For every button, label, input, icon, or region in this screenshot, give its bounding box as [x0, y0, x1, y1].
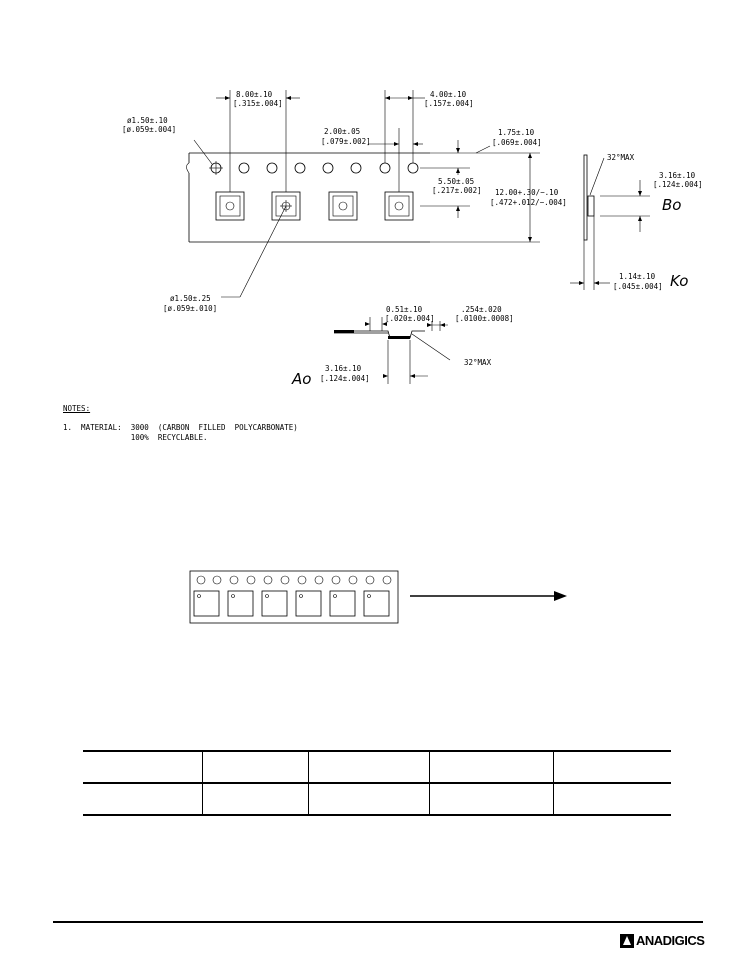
dimension-labels: 8.00±.10 [.315±.004] 4.00±.10 [.157±.004…: [122, 90, 703, 388]
dim-width-12: 12.00+.30/−.10: [495, 188, 559, 197]
label-bo: Bo: [662, 196, 681, 214]
dim-pitch-2: 2.00±.05: [324, 127, 360, 136]
note-line-1: 1. MATERIAL: 3000 (CARBON FILLED POLYCAR…: [63, 423, 298, 432]
table-cell: [428, 783, 554, 816]
notes: NOTES: 1. MATERIAL: 3000 (CARBON FILLED …: [63, 404, 298, 442]
note-line-2: 100% RECYCLABLE.: [63, 432, 208, 442]
dim-width-12-in: [.472+.012/−.004]: [490, 198, 567, 207]
table-cell: [552, 783, 671, 816]
dim-cover-254-in: [.0100±.0008]: [455, 314, 514, 323]
table-cell: [202, 750, 309, 784]
feed-pockets: [193, 590, 390, 617]
dim-hole-dia-in: [ø.059±.004]: [122, 125, 176, 134]
dim-thick-051: 0.51±.10: [386, 305, 423, 314]
arrowheads: [225, 96, 642, 378]
notes-title: NOTES:: [63, 404, 91, 413]
dim-thick-051-in: [.020±.004]: [385, 314, 435, 323]
angle-max-top: 32°MAX: [607, 153, 635, 162]
footer-rule: [53, 921, 703, 923]
table-cell: [552, 750, 671, 784]
dim-pitch-8-in: [.315±.004]: [233, 99, 283, 108]
dim-edge-175: 1.75±.10: [498, 128, 535, 137]
company-logo: ANADIGICS: [620, 933, 705, 948]
dim-offset-550-in: [.217±.002]: [432, 186, 482, 195]
table-row: [83, 783, 671, 816]
spec-table: [83, 750, 671, 816]
angle-max-bottom: 32°MAX: [464, 358, 492, 367]
feed-direction-diagram: [189, 570, 567, 624]
dim-cover-254: .254±.020: [461, 305, 502, 314]
label-ko: Ko: [670, 272, 688, 290]
dim-offset-550: 5.50±.05: [438, 177, 474, 186]
dim-hole-dia: ø1.50±.10: [127, 116, 168, 125]
logo-mark-icon: [620, 933, 634, 948]
dim-pitch-2-in: [.079±.002]: [321, 137, 371, 146]
sprocket-holes: [209, 161, 419, 175]
dim-bo: 3.16±.10: [659, 171, 696, 180]
table-cell: [308, 750, 430, 784]
dim-ao: 3.16±.10: [325, 364, 362, 373]
feed-arrow: [410, 591, 567, 601]
dimension-lines: [193, 90, 650, 384]
dim-pitch-4-in: [.157±.004]: [424, 99, 474, 108]
dim-bo-in: [.124±.004]: [653, 180, 703, 189]
table-cell: [308, 783, 430, 816]
dim-pocket-hole-in: [ø.059±.010]: [163, 304, 217, 313]
table-cell: [428, 750, 554, 784]
tape-top-view: [186, 152, 430, 243]
logo-text: ANADIGICS: [636, 933, 705, 948]
dim-ko: 1.14±.10: [619, 272, 656, 281]
table-cell: [83, 783, 203, 816]
pockets: [215, 191, 414, 221]
feed-holes: [196, 575, 392, 585]
table-row: [83, 750, 671, 784]
dim-edge-175-in: [.069±.004]: [492, 138, 542, 147]
dim-pocket-hole: ø1.50±.25: [170, 294, 211, 303]
dim-ao-in: [.124±.004]: [320, 374, 370, 383]
dim-ko-in: [.045±.004]: [613, 282, 663, 291]
table-cell: [202, 783, 309, 816]
dim-pitch-4: 4.00±.10: [430, 90, 467, 99]
table-cell: [83, 750, 203, 784]
dim-pitch-8: 8.00±.10: [236, 90, 273, 99]
label-ao: Ao: [291, 370, 311, 388]
